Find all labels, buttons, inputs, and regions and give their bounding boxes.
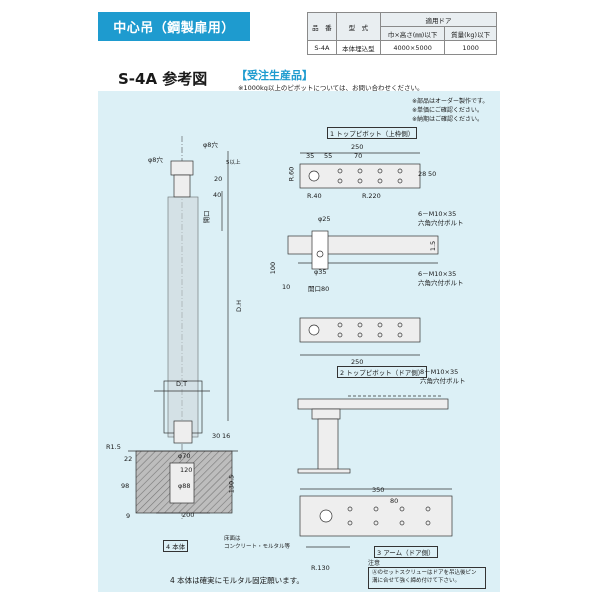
label-98: 98 (121, 482, 130, 490)
label-phi35: φ35 (314, 268, 327, 276)
label-r60: R.60 (287, 166, 296, 182)
label-r40: R.40 (307, 192, 322, 200)
door-pivot-plate (299, 317, 421, 343)
label-200: 200 (182, 511, 195, 519)
label-m10-top-sub: 六角穴付ボルト (418, 219, 464, 227)
label-phi8-a: φ8穴 (203, 141, 218, 149)
label-40: 40 (213, 191, 222, 199)
label-phi70: φ70 (178, 452, 191, 460)
caution-box: Ⓐのセットスクリューはドアを吊込後ピン 溝に合せて強く締め付けて下さい。 (368, 567, 486, 589)
note-delivery: ※納期はご確認ください。 (412, 116, 484, 123)
label-m10-top: 6－M10×35 (418, 210, 457, 218)
label-30: 30 (212, 432, 221, 440)
section-frame-pivot: 1 トップピボット（上枠側） (327, 127, 418, 139)
spec-table: 品 番 型 式 適用ドア 巾×高さ(㎜)以下 質量(kg)以下 S-4A 本体埋… (307, 12, 497, 55)
caution-line-1: Ⓐのセットスクリューはドアを吊込後ピン (372, 570, 477, 576)
spec-cell-type: 本体埋込型 (335, 40, 382, 55)
pivot-bracket (287, 235, 439, 255)
label-m10-bot: 8－M10×35 (420, 368, 459, 376)
frame-pivot-plate (299, 163, 421, 189)
reference-drawing (128, 136, 453, 548)
label-250-top: 250 (351, 143, 364, 151)
label-80-arm: 80 (390, 497, 399, 505)
label-28-top: 28 (418, 170, 427, 178)
label-50-top: 50 (428, 170, 437, 178)
section-arm: 3 アーム（ドア側） (374, 546, 438, 558)
floor-note-2: コンクリート・モルタル等 (224, 544, 291, 550)
note-price: ※単価にご確認ください。 (412, 107, 483, 114)
bottom-socket (169, 462, 195, 504)
label-120: 120 (180, 466, 193, 474)
section-body: 4 本体 (163, 540, 189, 552)
label-phi88: φ88 (178, 482, 191, 490)
section-door-pivot: 2 トップピボット（ドア側） (337, 366, 428, 378)
top-collar (173, 174, 191, 198)
spec-header-item: 品 番 (307, 12, 337, 41)
label-250-door: 250 (351, 358, 364, 366)
label-m10-mid-sub: 六角穴付ボルト (418, 279, 464, 287)
top-cap (170, 160, 194, 176)
label-opening80: 開口80 (308, 285, 330, 293)
made-to-order-label: 【受注生産品】 (236, 69, 313, 82)
label-dh: D.H (234, 300, 243, 312)
label-phi25: φ25 (318, 215, 331, 223)
floor-note-1: 床面は (224, 536, 241, 542)
label-phi8-b: φ8穴 (148, 156, 163, 164)
label-opening: 開口 (202, 210, 211, 224)
drawing-heading: S-4A 参考図 (118, 70, 208, 88)
label-5-min: 5以上 (226, 160, 241, 166)
spec-header-type: 型 式 (335, 12, 382, 41)
page-title: 中心吊（鋼製扉用） (98, 12, 250, 41)
spec-cell-mass: 1000 (444, 40, 497, 55)
caution-title: 注意 (368, 560, 381, 567)
bottom-collar (173, 420, 193, 444)
label-20: 20 (214, 175, 223, 183)
label-35-top: 35 (306, 152, 315, 160)
label-100: 100 (269, 261, 278, 275)
label-55-top: 55 (324, 152, 333, 160)
spec-subheader-mass: 質量(kg)以下 (444, 26, 497, 41)
label-22: 22 (124, 455, 133, 463)
label-130-5: 130.5 (227, 474, 236, 494)
label-m10-mid: 6－M10×35 (418, 270, 457, 278)
spec-subheader-size: 巾×高さ(㎜)以下 (379, 26, 446, 41)
label-10: 10 (282, 283, 291, 291)
weight-note: ※1000kg以上のピボットについては、お問い合わせください。 (238, 84, 424, 92)
door-body (167, 196, 199, 438)
label-1-5: 1.5 (429, 240, 438, 252)
footer-note: 4 本体は確実にモルタル固定願います。 (170, 576, 304, 585)
spec-cell-size: 4000×5000 (379, 40, 446, 55)
note-order: ※部品はオーダー製作です。 (412, 98, 489, 105)
caution-line-2: 溝に合せて強く締め付けて下さい。 (372, 578, 461, 584)
label-m10-bot-sub: 六角穴付ボルト (420, 377, 466, 385)
spec-cell-item: S-4A (307, 40, 337, 55)
spec-header-door: 適用ドア (380, 12, 497, 27)
label-16: 16 (222, 432, 231, 440)
label-350: 350 (372, 486, 385, 494)
label-70-top: 70 (354, 152, 363, 160)
label-r220: R.220 (362, 192, 381, 200)
arm-bar (297, 398, 449, 410)
label-r15: R1.5 (106, 443, 121, 451)
label-9: 9 (126, 512, 131, 520)
label-dt: D.T (176, 380, 188, 388)
label-r130: R.130 (311, 564, 330, 572)
